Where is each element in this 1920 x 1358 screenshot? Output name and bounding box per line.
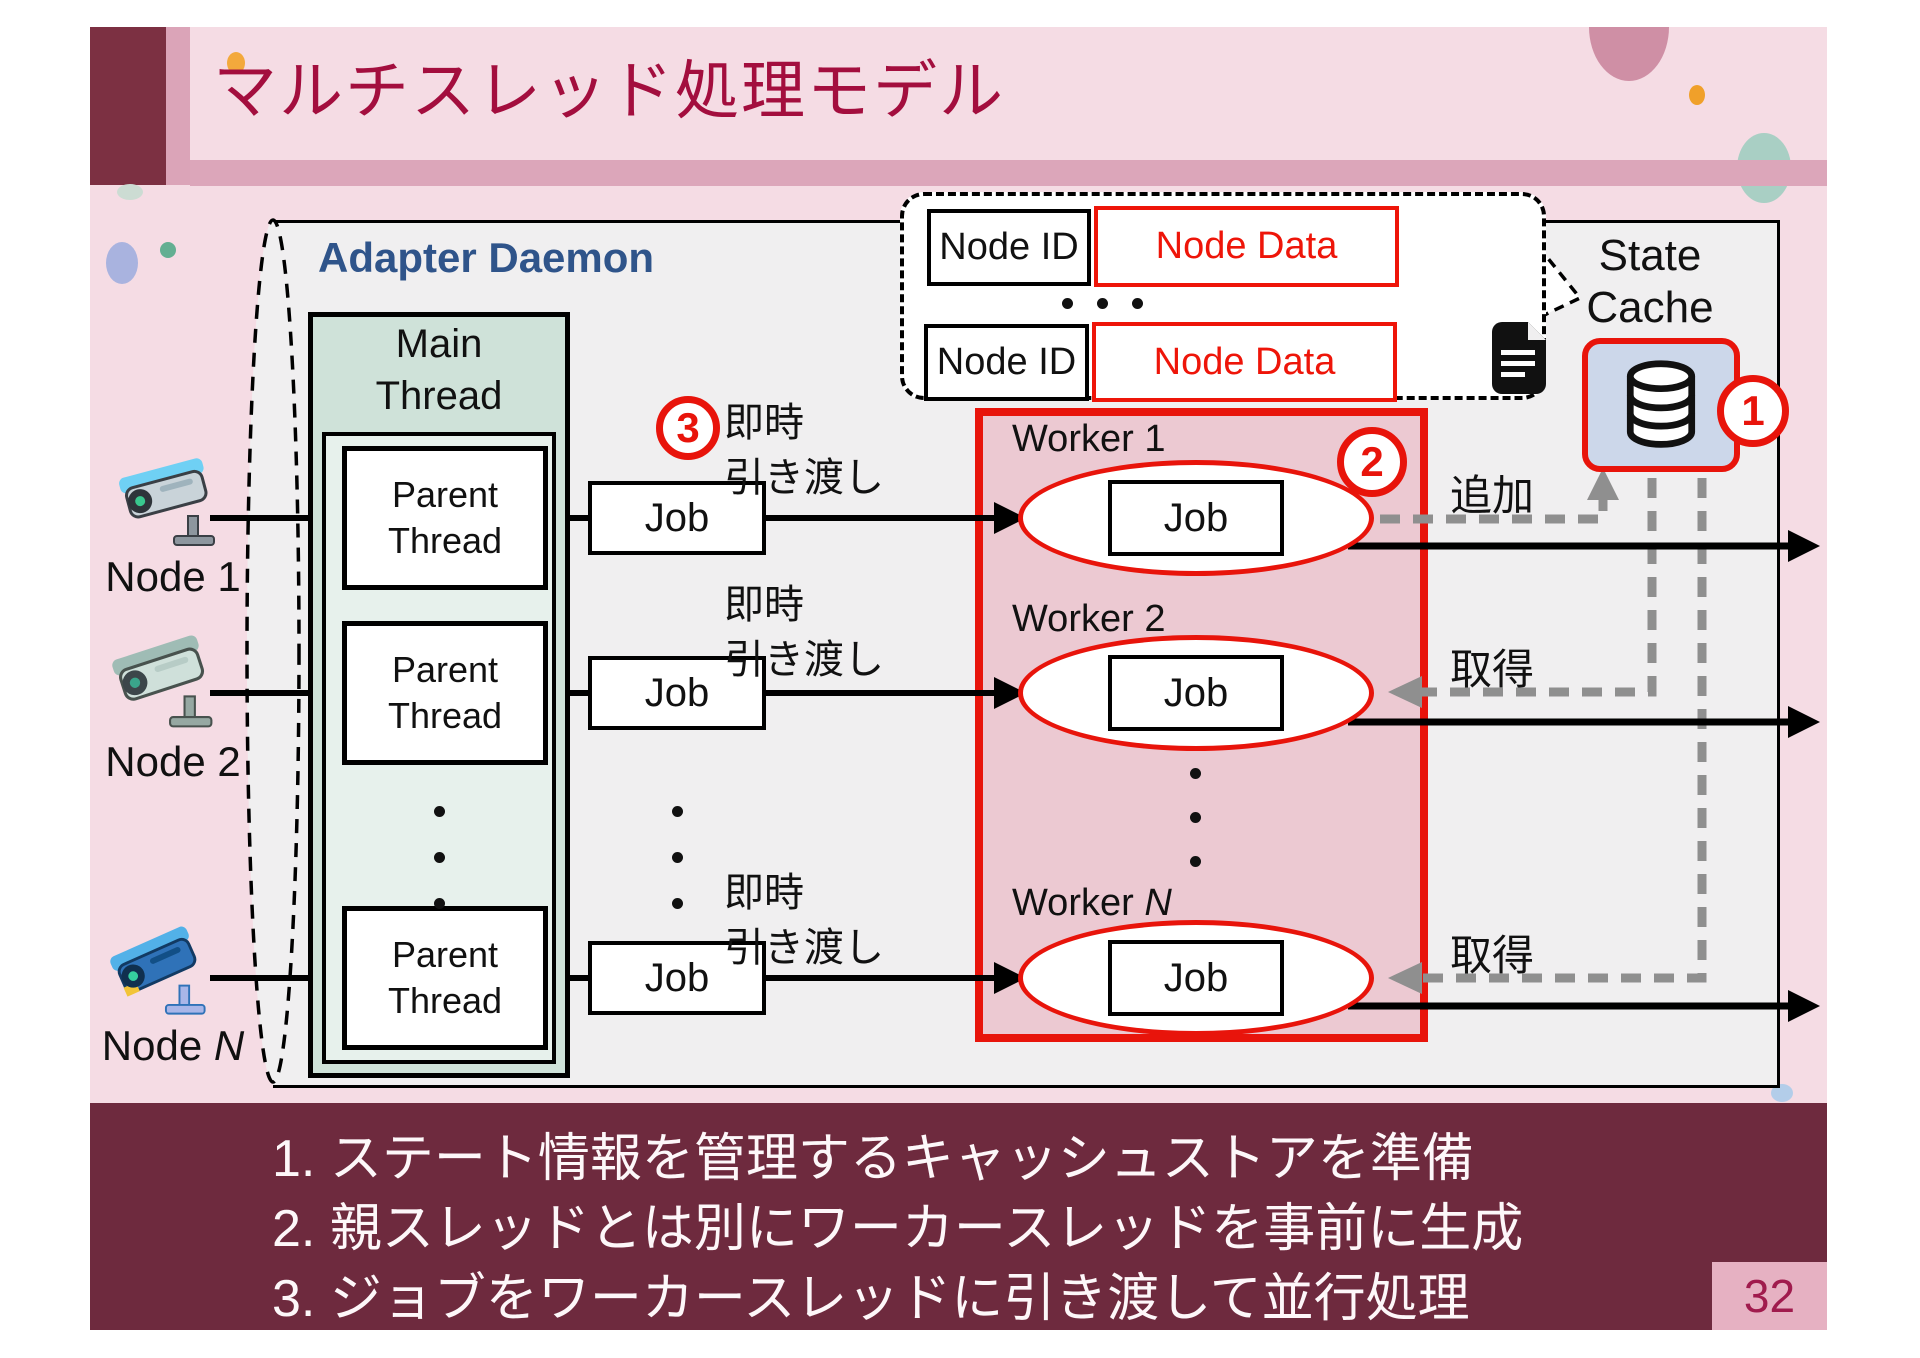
node-id-cell-1: Node ID — [927, 209, 1091, 286]
camera-icon-node-n — [110, 926, 206, 1015]
document-icon — [1492, 322, 1546, 394]
worker-job-box-n: Job — [1108, 940, 1284, 1016]
decor-lavender-dot — [106, 242, 138, 284]
main-dots — [434, 806, 445, 817]
callout-dots — [1097, 298, 1108, 309]
node-label-n: Node N — [101, 1022, 245, 1069]
worker-job-box-1: Job — [1108, 480, 1284, 556]
main-thread-line1: Main — [395, 322, 483, 366]
decor-green-dot — [160, 242, 176, 258]
job-box-3: Job — [588, 941, 766, 1015]
main-thread-line2: Thread — [375, 374, 503, 418]
worker-dots — [1190, 856, 1201, 867]
handoff-label-2: 即時引き渡し — [724, 583, 884, 682]
worker-job-box-2: Job — [1108, 655, 1284, 731]
title-banner-strip — [166, 27, 190, 185]
callout-pointer — [1536, 241, 1583, 321]
title-banner-rule — [190, 160, 1827, 186]
get-dashed-path-2 — [1422, 478, 1707, 983]
state-cache-box — [1582, 338, 1740, 472]
network-boundary-ellipse — [245, 218, 301, 1084]
footer-step-3: 3. ジョブをワーカースレッドに引き渡して並行処理 — [272, 1270, 1470, 1328]
database-icon — [1626, 360, 1696, 448]
handoff-label-1: 即時引き渡し — [724, 401, 884, 500]
camera-icon-node1 — [119, 458, 215, 546]
slide-title: マルチスレッド処理モデル — [213, 55, 1005, 127]
decor-blue-dot — [1771, 1084, 1793, 1102]
title-banner-block — [90, 27, 166, 185]
worker-label-n: Worker N — [1012, 882, 1172, 924]
footer-step-2: 2. 親スレッドとは別にワーカースレッドを事前に生成 — [272, 1200, 1524, 1258]
node-data-cell-1: Node Data — [1094, 206, 1399, 287]
page-number: 32 — [1712, 1262, 1827, 1330]
add-label: 追加 — [1450, 472, 1535, 519]
worker-dots — [1190, 768, 1201, 779]
adapter-daemon-label: Adapter Daemon — [318, 234, 655, 281]
add-dashed-path — [1380, 492, 1608, 524]
worker-label-2: Worker 2 — [1012, 598, 1166, 640]
node-data-cell-2: Node Data — [1092, 322, 1397, 402]
handoff-label-3: 即時引き渡し — [724, 871, 884, 970]
step-badge-1: 1 — [1717, 375, 1789, 447]
worker-dots — [1190, 812, 1201, 823]
get-label-2: 取得 — [1450, 932, 1535, 979]
decor-orange-dot-right — [1689, 85, 1705, 105]
footer-band — [90, 1103, 1827, 1330]
decor-orange-dot-title — [227, 52, 245, 74]
camera-icon-node2 — [112, 635, 213, 728]
job-dots — [672, 806, 683, 817]
node-table-callout: Node ID Node Data Node ID Node Data — [900, 192, 1546, 402]
job-box-1: Job — [588, 481, 766, 555]
job-dots — [672, 898, 683, 909]
callout-dots — [1132, 298, 1143, 309]
step-badge-2: 2 — [1337, 427, 1407, 497]
node-label-1: Node 1 — [105, 553, 241, 600]
job-dots — [672, 852, 683, 863]
step-badge-3: 3 — [656, 396, 720, 460]
worker-label-1: Worker 1 — [1012, 418, 1166, 460]
job-box-2: Job — [588, 656, 766, 730]
get-label-1: 取得 — [1450, 646, 1535, 693]
main-dots — [434, 852, 445, 863]
main-thread-label: Main Thread — [308, 318, 570, 422]
main-dots — [434, 898, 445, 909]
decor-gray-dot — [117, 184, 143, 200]
node-label-2: Node 2 — [105, 738, 241, 785]
footer-step-1: 1. ステート情報を管理するキャッシュストアを準備 — [272, 1130, 1474, 1188]
callout-dots — [1062, 298, 1073, 309]
node-id-cell-2: Node ID — [924, 324, 1089, 401]
